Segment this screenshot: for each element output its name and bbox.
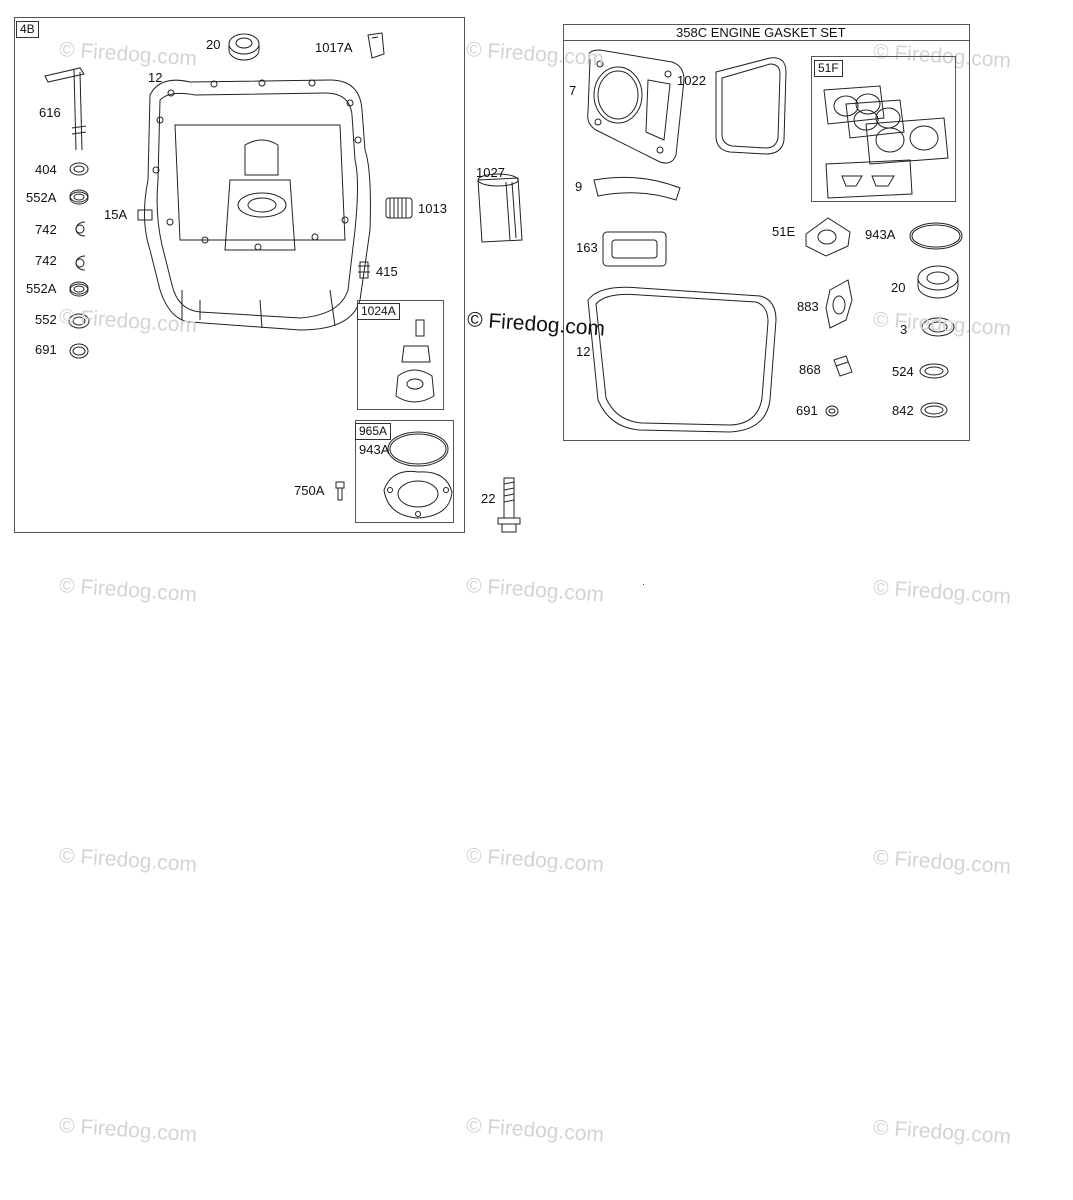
part-label[interactable]: 22	[481, 491, 496, 506]
speck	[643, 584, 644, 585]
part-label[interactable]: 51E	[772, 224, 796, 239]
pump-cover-subpanel	[355, 420, 454, 523]
panel-title-divider	[563, 40, 970, 41]
part-label[interactable]: 12	[576, 344, 591, 359]
carb-gasket-subpanel	[811, 56, 956, 202]
o-ring-drawing	[910, 223, 962, 249]
oil-filter-drawing	[478, 174, 522, 242]
gasket-883-drawing	[826, 280, 852, 328]
part-label[interactable]: 163	[576, 240, 598, 255]
bushing-drawing	[834, 356, 852, 376]
pump-cover-drawing	[384, 432, 452, 518]
ring-691-drawing	[826, 406, 838, 416]
small-seals-drawing	[69, 163, 152, 358]
part-label[interactable]: 12	[148, 70, 163, 85]
part-label[interactable]: 552A	[26, 190, 57, 205]
panel-title: 358C ENGINE GASKET SET	[676, 25, 846, 40]
gasket-set-panel	[563, 24, 970, 441]
part-label[interactable]: 524	[892, 364, 914, 379]
oil-seal-drawing	[229, 34, 259, 60]
gasket-163-drawing	[603, 232, 666, 266]
part-label[interactable]: 415	[376, 264, 398, 279]
part-label[interactable]: 9	[575, 179, 583, 194]
part-label[interactable]: 20	[206, 37, 221, 52]
part-label[interactable]: 943A	[359, 442, 390, 457]
valve-cover-gasket-drawing	[716, 58, 786, 154]
part-label[interactable]: 404	[35, 162, 57, 177]
gasket-9-drawing	[594, 177, 680, 200]
oil-pump-subpanel	[357, 300, 444, 410]
part-label[interactable]: 20	[891, 280, 906, 295]
filter-element-drawing	[386, 198, 412, 218]
pump-parts-drawing	[396, 320, 434, 402]
oil-seal-right-drawing	[918, 266, 958, 298]
part-label[interactable]: 1022	[677, 73, 706, 88]
part-label[interactable]: 616	[39, 105, 61, 120]
panel-tag: 4B	[16, 21, 39, 38]
gasket-51e-drawing	[806, 218, 850, 256]
crankcase-panel	[14, 17, 465, 533]
part-label[interactable]: 750A	[294, 483, 325, 498]
part-label[interactable]: 1013	[418, 201, 447, 216]
fitting-drawing	[358, 262, 370, 278]
part-label[interactable]: 842	[892, 403, 914, 418]
crankcase-gasket-drawing	[588, 287, 776, 432]
part-label[interactable]: 1027	[476, 165, 505, 180]
part-label[interactable]: 7	[569, 83, 577, 98]
carb-gaskets-drawing	[824, 86, 948, 198]
screw-drawing	[336, 482, 344, 500]
part-label[interactable]: 943A	[865, 227, 896, 242]
bolt-drawing	[498, 478, 520, 532]
part-label[interactable]: 868	[799, 362, 821, 377]
ring-842-drawing	[921, 403, 947, 417]
seal-3-drawing	[922, 318, 954, 336]
part-label[interactable]: 742	[35, 222, 57, 237]
part-label[interactable]: 3	[900, 322, 908, 337]
part-label[interactable]: 552A	[26, 281, 57, 296]
part-label[interactable]: 1017A	[315, 40, 353, 55]
ring-524-drawing	[920, 364, 948, 378]
part-label[interactable]: 691	[796, 403, 818, 418]
dipstick-tube-drawing	[45, 68, 86, 150]
bracket-drawing	[368, 33, 384, 58]
part-label[interactable]: 691	[35, 342, 57, 357]
part-label[interactable]: 552	[35, 312, 57, 327]
part-label[interactable]: 15A	[104, 207, 128, 222]
part-label[interactable]: 742	[35, 253, 57, 268]
subpanel-tag: 965A	[355, 423, 392, 440]
head-gasket-drawing	[588, 50, 684, 163]
part-label[interactable]: 883	[797, 299, 819, 314]
subpanel-tag: 1024A	[357, 303, 400, 320]
subpanel-tag: 51F	[814, 60, 843, 77]
